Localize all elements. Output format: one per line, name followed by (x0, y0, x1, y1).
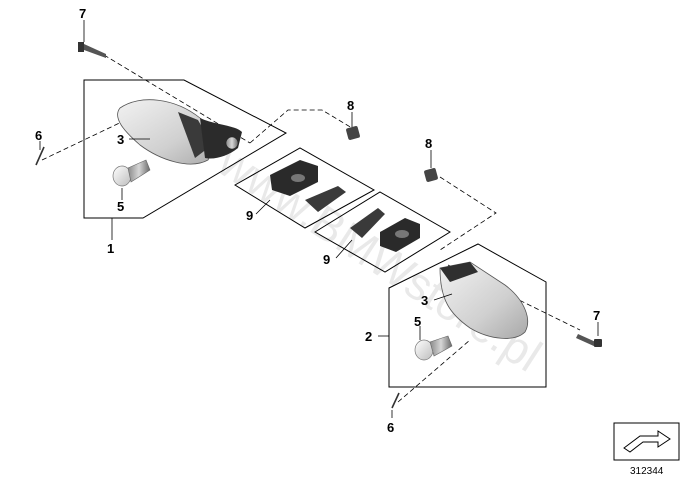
right-lamp-group-outline (388, 243, 547, 388)
leader-lines (39, 20, 599, 418)
callout-5-left: 5 (117, 199, 124, 214)
right-turn-signal (439, 261, 529, 339)
left-bulb (112, 159, 151, 187)
right-bulb (414, 335, 453, 361)
arrow-forward-icon[interactable] (613, 422, 680, 461)
spacer-upper (270, 160, 346, 212)
spacer-box-upper (234, 147, 376, 229)
nut-8-mid (346, 126, 360, 140)
left-turn-signal (117, 99, 242, 165)
nut-8-right (424, 168, 438, 182)
callout-9-upper: 9 (246, 208, 253, 223)
callout-7-top: 7 (79, 6, 86, 21)
spacer-box-lower (314, 191, 451, 273)
left-lamp-group-outline (83, 79, 288, 219)
left-screw-6 (35, 146, 45, 166)
callout-5-right: 5 (414, 314, 421, 329)
callout-9-lower: 9 (323, 252, 330, 267)
bottom-screw-6 (391, 392, 400, 409)
diagram-number: 312344 (630, 466, 664, 477)
callout-6-bottom: 6 (387, 420, 394, 435)
callout-8-right: 8 (425, 136, 432, 151)
spacer-lower (350, 208, 420, 252)
callout-3-right: 3 (421, 293, 428, 308)
callout-1: 1 (107, 241, 114, 256)
callout-7-right: 7 (593, 308, 600, 323)
callout-8-mid: 8 (347, 98, 354, 113)
callout-6-left: 6 (35, 128, 42, 143)
right-bolt-7 (576, 334, 602, 347)
top-bolt-7 (78, 42, 106, 58)
watermark-text: www.BMWstore.pl (209, 134, 551, 381)
callout-2: 2 (365, 329, 372, 344)
callout-3-left: 3 (117, 132, 124, 147)
